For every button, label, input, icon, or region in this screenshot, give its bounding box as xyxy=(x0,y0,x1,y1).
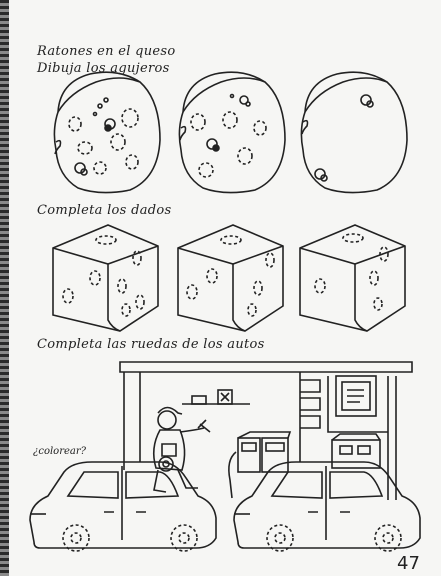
die-2 xyxy=(177,224,284,332)
garage-building xyxy=(119,361,413,500)
cheese-wheel-3 xyxy=(300,71,408,194)
cheese-wheel-1 xyxy=(53,71,161,194)
car-1 xyxy=(29,461,217,552)
mechanic-figure xyxy=(152,406,211,493)
cheese-instruction: Dibuja los agujeros xyxy=(37,61,170,76)
cheese-title: Ratones en el queso xyxy=(37,44,176,59)
dice-instruction: Completa los dados xyxy=(37,203,172,218)
color-prompt: ¿colorear? xyxy=(33,446,87,457)
die-1 xyxy=(52,224,159,332)
page-number: 47 xyxy=(397,553,420,574)
wheels-instruction: Completa las ruedas de los autos xyxy=(37,337,265,352)
spiral-binding xyxy=(0,0,9,576)
die-3 xyxy=(299,224,406,332)
cheese-wheel-2 xyxy=(178,71,286,194)
car-2 xyxy=(233,461,421,552)
fuel-pumps xyxy=(228,431,381,499)
